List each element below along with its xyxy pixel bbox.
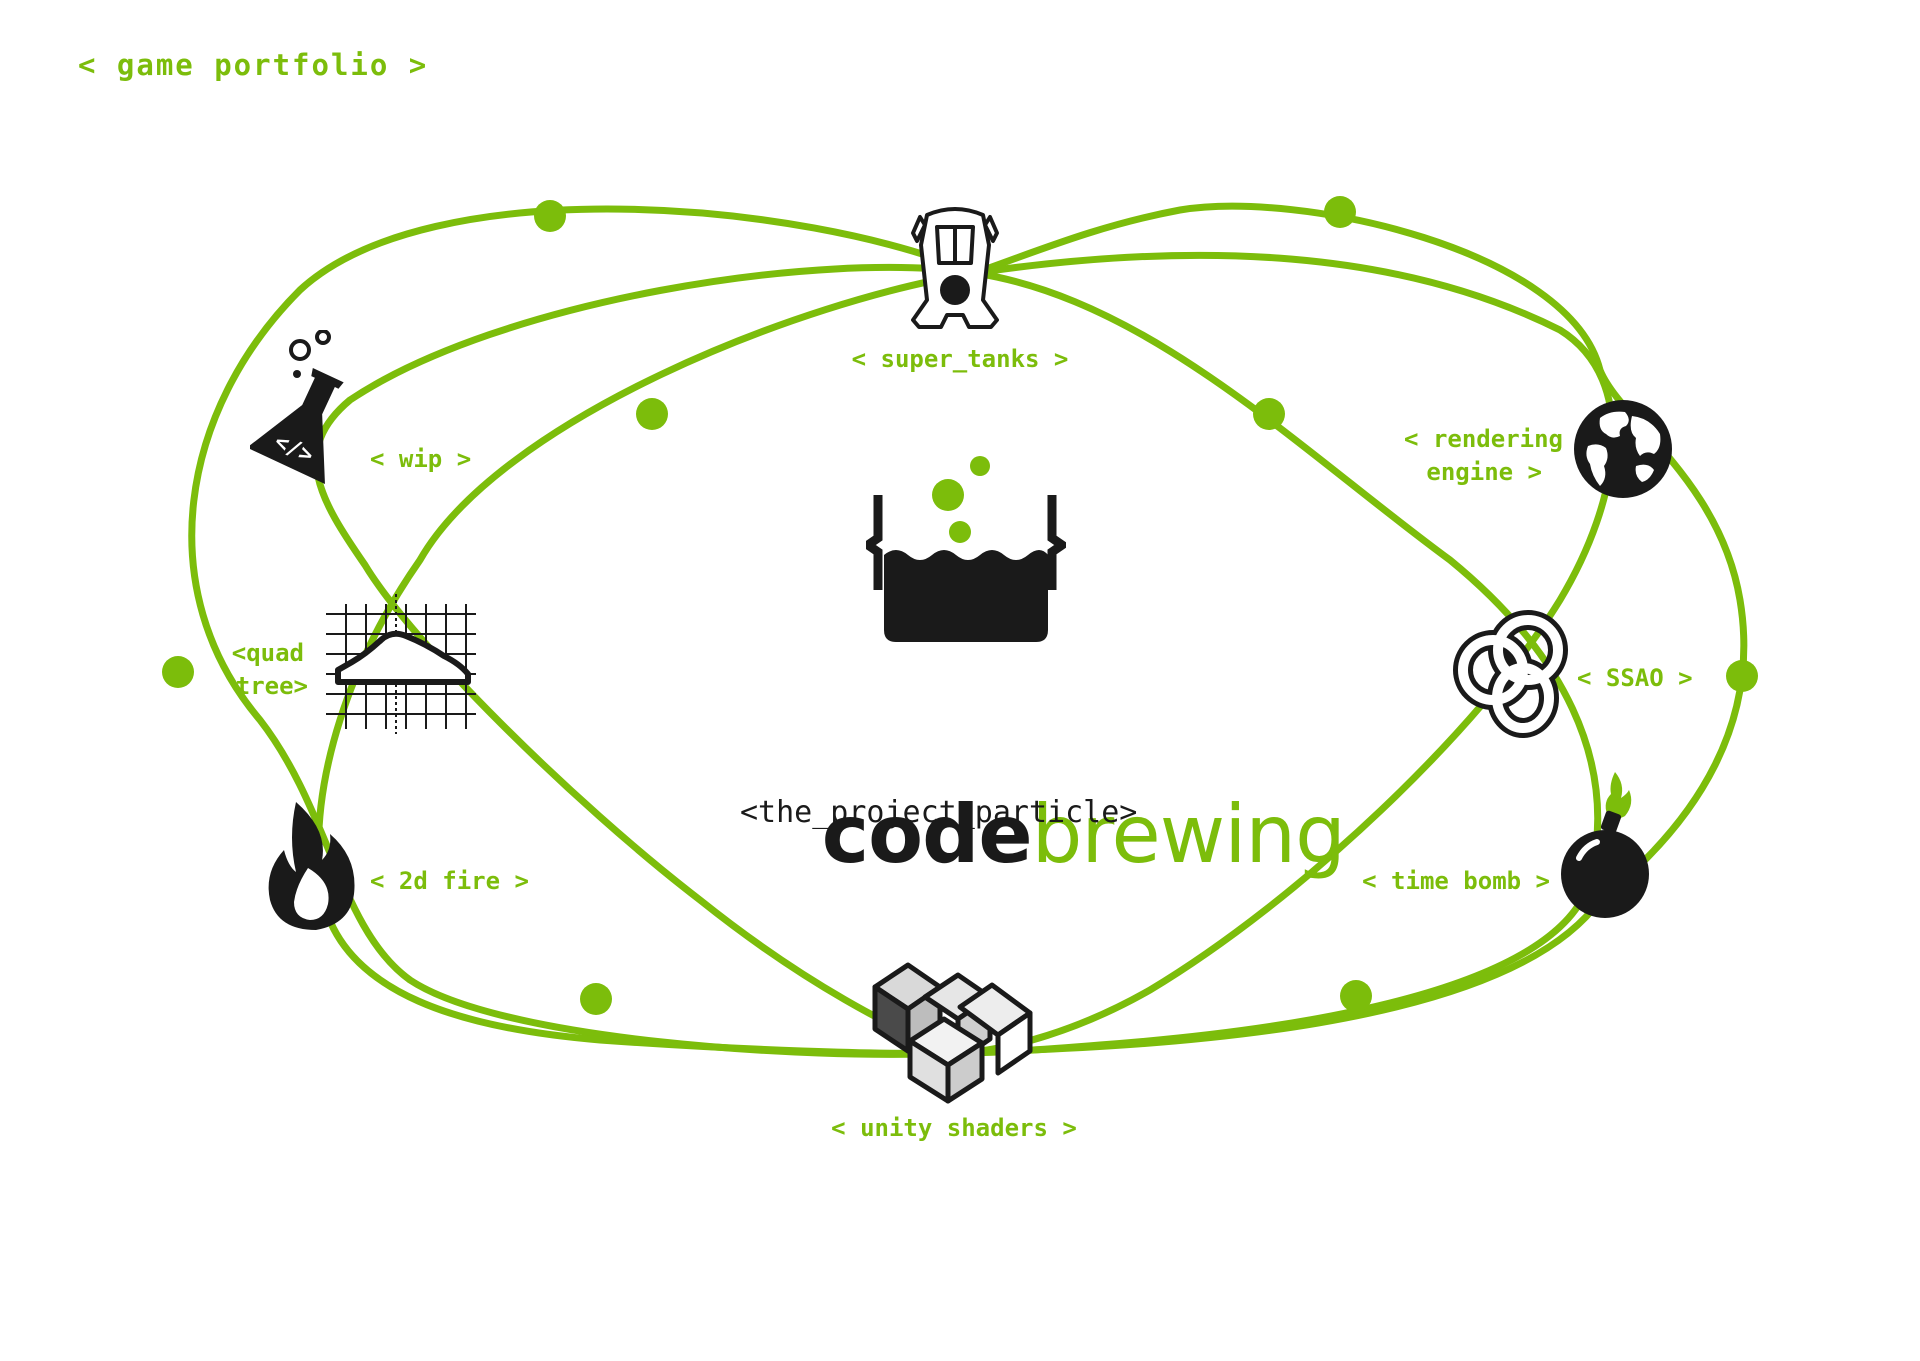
orbit-dot (1340, 980, 1372, 1012)
brand-tagline: <the_project_particle> (740, 795, 1138, 830)
bomb-icon (1561, 772, 1649, 918)
tank-icon (911, 207, 999, 329)
orbit-dot (534, 200, 566, 232)
orbit-dot (1726, 660, 1758, 692)
orbit-dot (636, 398, 668, 430)
node-label-quad-tree-line1: <quad (231, 639, 304, 667)
quad-tree-grid-icon (326, 594, 476, 734)
orbit-lower-right-ring (959, 251, 1617, 1057)
node-label-quad-tree-line2: tree> (235, 672, 308, 700)
knot-icon (1453, 610, 1568, 738)
brand-wordmark: codebrewing (724, 700, 1346, 970)
node-label-unity-shaders: < unity shaders > (831, 1114, 1077, 1142)
flask-icon: </> (250, 330, 344, 484)
orbit-dot (1253, 398, 1285, 430)
cubes-icon (872, 962, 1033, 1104)
orbit-dot (162, 656, 194, 688)
orbit-dot (1324, 196, 1356, 228)
node-label-2d-fire: < 2d fire > (370, 867, 529, 895)
node-label-wip: < wip > (370, 445, 472, 473)
node-label-rendering-engine-line2: engine > (1426, 458, 1542, 486)
orbit-dot (580, 983, 612, 1015)
globe-icon (1574, 400, 1672, 498)
brand-word-code: code (821, 788, 1033, 881)
node-label-rendering-engine-line1: < rendering (1404, 425, 1563, 453)
orbit-upper-left-ring (312, 263, 976, 1057)
brand-word-brewing: brewing (1031, 788, 1346, 881)
node-label-ssao: < SSAO > (1577, 664, 1693, 692)
page-title: < game portfolio > (78, 48, 429, 82)
node-label-time-bomb: < time bomb > (1362, 867, 1550, 895)
node-label-super-tanks: < super_tanks > (851, 345, 1069, 373)
fire-icon (268, 802, 355, 930)
brewing-pot-with-bubbles-icon (866, 456, 1066, 642)
